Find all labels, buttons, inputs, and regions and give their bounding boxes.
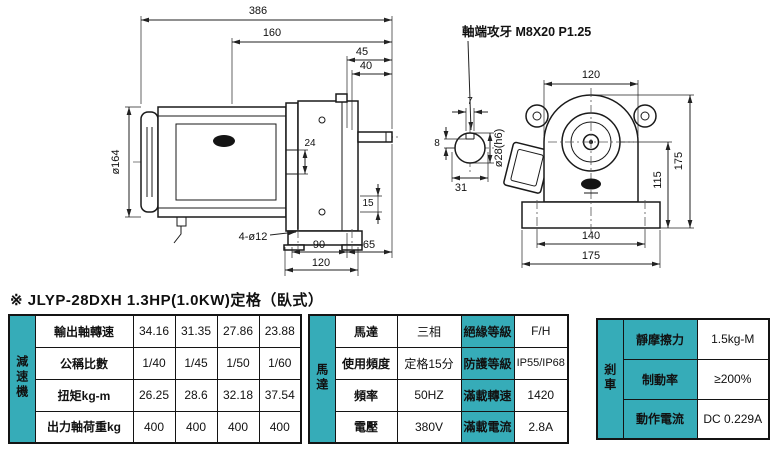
dim-65: 65 [363,239,375,251]
motor-row-label-2: 頻率 [334,378,398,412]
reducer-cell-1-2: 1/50 [216,346,260,380]
reducer-cell-3-3: 400 [258,410,302,444]
brake-row-label-2: 動作電流 [622,398,698,440]
reducer-cell-0-3: 23.88 [258,314,302,348]
spec-tables: 減速機 輸出軸轉速 34.16 31.35 27.86 23.88 公稱比數 1… [0,314,776,455]
dim-120-side: 120 [312,257,330,269]
reducer-cell-0-2: 27.86 [216,314,260,348]
motor-value2-3: 2.8A [513,410,569,444]
dim-center-height: 115 [652,171,664,189]
front-view: 120 175 115 140 175 [503,69,694,268]
brake-group-cell: 剎車 [596,318,624,440]
page-title: ※ JLYP-28DXH 1.3HP(1.0KW)定格（臥式） [10,292,324,309]
dim-160: 160 [263,27,281,39]
motor-value2-1: IP55/IP68 [513,346,569,380]
motor-row-label2-2: 滿載轉速 [460,378,515,412]
reducer-cell-1-1: 1/45 [174,346,218,380]
reducer-cell-1-3: 1/60 [258,346,302,380]
motor-row-label-1: 使用頻度 [334,346,398,380]
motor-value-0: 三相 [396,314,462,348]
motor-value-1: 定格15分 [396,346,462,380]
motor-value2-2: 1420 [513,378,569,412]
motor-row-label2-0: 絕緣等級 [460,314,515,348]
reducer-cell-0-0: 34.16 [132,314,176,348]
reducer-cell-3-2: 400 [216,410,260,444]
dim-15: 15 [362,198,374,209]
motor-row-label2-1: 防護等級 [460,346,515,380]
mount-holes-label: 4-ø12 [239,231,268,243]
dim-front-width: 120 [582,69,600,81]
motor-group-cell: 馬達 [308,314,336,444]
motor-row-label-0: 馬達 [334,314,398,348]
motor-value2-0: F/H [513,314,569,348]
motor-value-2: 50HZ [396,378,462,412]
reducer-cell-2-1: 28.6 [174,378,218,412]
reducer-cell-1-0: 1/40 [132,346,176,380]
shaft-detail: 軸端攻牙 M8X20 P1.25 7 8 ø28(h6) 31 [434,24,591,194]
dim-motor-diameter: ø164 [110,149,122,174]
reducer-cell-2-0: 26.25 [132,378,176,412]
motor-row-label2-3: 滿載電流 [460,410,515,444]
brake-value-1: ≥200% [696,358,770,400]
brand-logo-icon [581,178,601,190]
dim-base-width: 175 [582,250,600,262]
dim-bolt-span: 140 [582,230,600,242]
dim-24: 24 [304,138,316,149]
reducer-cell-2-3: 37.54 [258,378,302,412]
reducer-row-label-0: 輸出軸轉速 [34,314,134,348]
dim-386: 386 [249,5,267,17]
motor-group-label: 馬達 [314,362,329,393]
brake-row-label-1: 制動率 [622,358,698,400]
dim-90: 90 [313,239,325,251]
brand-logo-icon [213,135,235,147]
shaft-thread-note: 軸端攻牙 M8X20 P1.25 [462,24,591,39]
dim-front-height: 175 [673,152,685,170]
reducer-row-label-3: 出力軸荷重kg [34,410,134,444]
dim-40: 40 [360,60,372,72]
reducer-group-cell: 減速機 [8,314,36,444]
dim-7: 7 [467,96,473,107]
reducer-cell-3-0: 400 [132,410,176,444]
brake-value-2: DC 0.229A [696,398,770,440]
dim-45: 45 [356,46,368,58]
reducer-cell-3-1: 400 [174,410,218,444]
reducer-table: 減速機 輸出軸轉速 34.16 31.35 27.86 23.88 公稱比數 1… [8,314,302,444]
motor-row-label-3: 電壓 [334,410,398,444]
dim-8: 8 [434,138,440,149]
side-view: 386 160 45 40 ø164 24 15 90 65 [110,5,400,276]
dim-31: 31 [455,182,467,194]
motor-table: 馬達 馬達 三相 絕緣等級 F/H 使用頻度 定格15分 防護等級 IP55/I… [308,314,570,444]
motor-value-3: 380V [396,410,462,444]
reducer-row-label-1: 公稱比數 [34,346,134,380]
reducer-cell-0-1: 31.35 [174,314,218,348]
brake-table: 剎車 靜摩擦力 1.5kg-M 制動率 ≥200% 動作電流 DC 0.229A [596,318,770,440]
technical-drawing: 386 160 45 40 ø164 24 15 90 65 [110,5,694,276]
reducer-group-label: 減速機 [14,355,29,400]
brake-group-label: 剎車 [602,362,617,393]
reducer-cell-2-2: 32.18 [216,378,260,412]
brake-value-0: 1.5kg-M [696,318,770,360]
dim-shaft-diameter: ø28(h6) [493,129,505,168]
brake-row-label-0: 靜摩擦力 [622,318,698,360]
reducer-row-label-2: 扭矩kg-m [34,378,134,412]
